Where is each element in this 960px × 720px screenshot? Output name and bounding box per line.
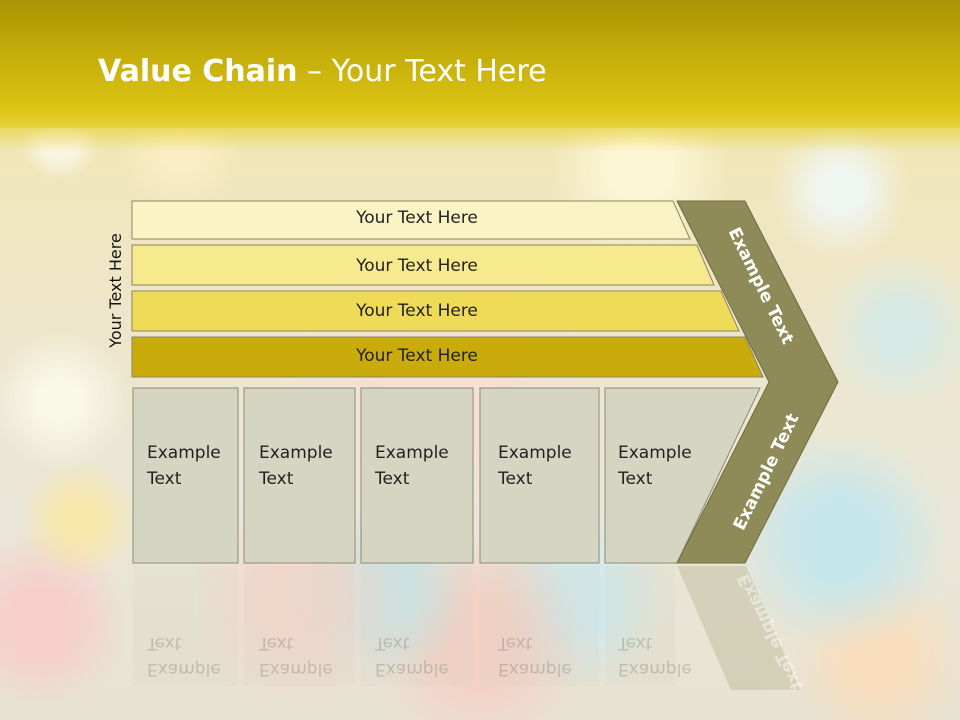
cell-1 bbox=[132, 387, 239, 564]
cell-2 bbox=[243, 387, 356, 564]
reflection-cell-2 bbox=[244, 566, 355, 686]
reflection bbox=[133, 566, 800, 690]
reflection-cell-5 bbox=[605, 566, 675, 686]
cell-1-line1: Example bbox=[147, 443, 221, 463]
cell-1-reflection: Example Text bbox=[147, 630, 237, 682]
cell-4-reflection: Example Text bbox=[498, 630, 588, 682]
cell-4-reflection-line1: Example bbox=[498, 659, 572, 679]
cell-5-line2: Text bbox=[618, 469, 653, 489]
cell-2-line2: Text bbox=[259, 469, 294, 489]
cell-1-reflection-line1: Example bbox=[147, 659, 221, 679]
cell-3-line1: Example bbox=[375, 443, 449, 463]
reflection-chevron bbox=[677, 566, 800, 690]
cell-5-line1: Example bbox=[618, 443, 692, 463]
reflection-cell-4 bbox=[480, 566, 599, 686]
cell-3-reflection: Example Text bbox=[375, 630, 465, 682]
title-bold: Value Chain bbox=[98, 54, 298, 89]
cell-4 bbox=[479, 387, 600, 564]
cell-3 bbox=[360, 387, 474, 564]
cell-2-reflection-line1: Example bbox=[259, 659, 333, 679]
cell-5-reflection-line2: Text bbox=[618, 633, 653, 653]
bar-1 bbox=[131, 200, 691, 240]
cell-1-reflection-line2: Text bbox=[147, 633, 182, 653]
cell-4-line2: Text bbox=[498, 469, 533, 489]
cell-5-reflection: Example Text bbox=[618, 630, 708, 682]
bar-1-label: Your Text Here bbox=[356, 208, 478, 228]
cell-3-reflection-line2: Text bbox=[375, 633, 410, 653]
reflection-cell-1 bbox=[133, 566, 238, 686]
bar-4 bbox=[131, 336, 764, 378]
bar-3 bbox=[131, 290, 740, 332]
cell-3-reflection-line1: Example bbox=[375, 659, 449, 679]
cell-4-line1: Example bbox=[498, 443, 572, 463]
reflection-cell-3 bbox=[361, 566, 473, 686]
bar-4-label: Your Text Here bbox=[356, 346, 478, 366]
bar-2 bbox=[131, 244, 715, 286]
bar-2-label: Your Text Here bbox=[356, 256, 478, 276]
cell-1-line2: Text bbox=[147, 469, 182, 489]
cell-2-reflection-line2: Text bbox=[259, 633, 294, 653]
cell-3-line2: Text bbox=[375, 469, 410, 489]
title-bar bbox=[0, 0, 960, 152]
cell-2-reflection: Example Text bbox=[259, 630, 349, 682]
slide-title: Value Chain – Your Text Here bbox=[98, 54, 547, 89]
cell-5-reflection-line1: Example bbox=[618, 659, 692, 679]
title-rest: – Your Text Here bbox=[297, 54, 547, 89]
bar-3-label: Your Text Here bbox=[356, 301, 478, 321]
cell-4-reflection-line2: Text bbox=[498, 633, 533, 653]
chevron-arrow bbox=[676, 200, 839, 564]
cell-2-line1: Example bbox=[259, 443, 333, 463]
